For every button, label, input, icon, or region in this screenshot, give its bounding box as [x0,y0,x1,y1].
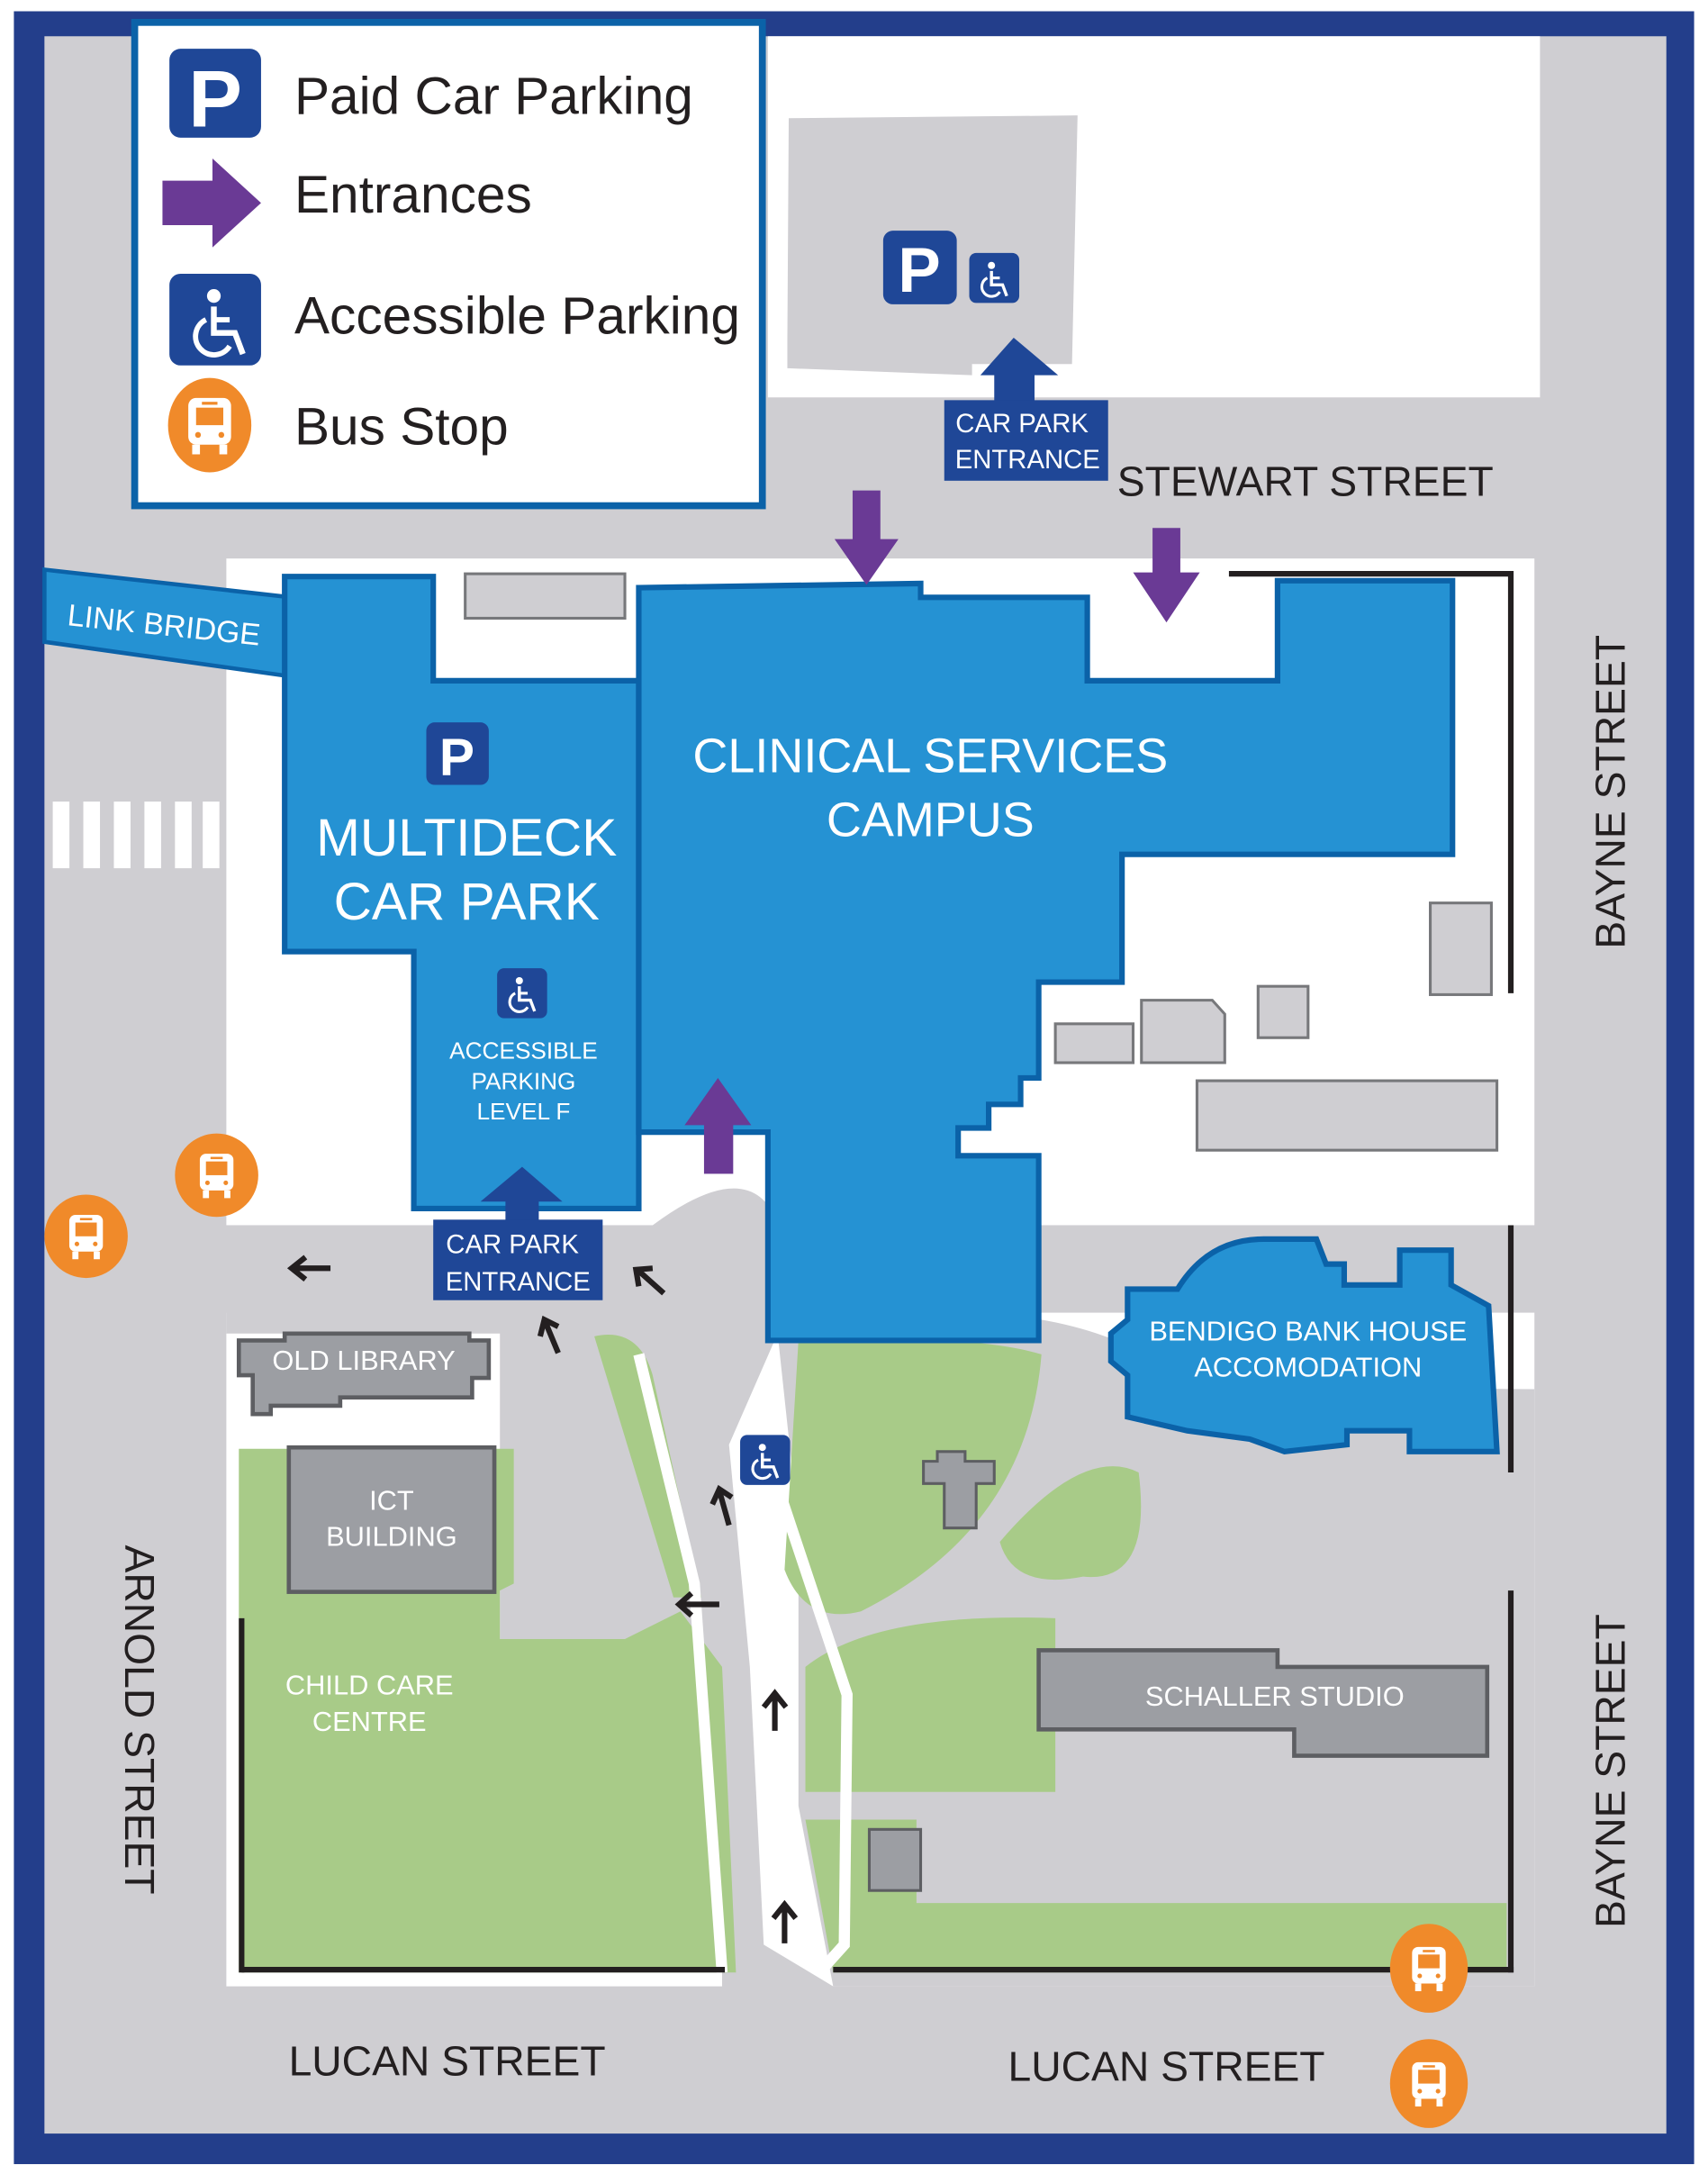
clinical-label-1: CLINICAL SERVICES [692,729,1168,784]
car-park-entrance-sign-bottom: CAR PARK ENTRANCE [433,1166,603,1300]
entrance-arrow-icon [834,490,899,585]
svg-text:P: P [439,729,474,787]
bayne-street-label-lower: BAYNE STREET [1586,1614,1633,1928]
svg-text:CAR PARK: CAR PARK [955,409,1089,439]
parking-icon: P [882,231,957,306]
footpath-west [633,1353,728,1973]
multideck-label-2: CAR PARK [334,873,600,931]
arnold-street-label: ARNOLD STREET [116,1544,163,1894]
legend: P Paid Car Parking Entrances Accessible … [131,18,766,510]
legend-label: Bus Stop [294,398,509,457]
svg-text:P: P [188,54,242,144]
bendigo-label-2: ACCOMODATION [1194,1352,1422,1383]
small-grey-building [867,1827,923,1892]
child-care-label-2: CENTRE [312,1706,427,1737]
ict-label-1: ICT [369,1485,414,1517]
bus-stop-icon[interactable] [44,1194,128,1279]
lucan-street-label-right: LUCAN STREET [1008,2043,1324,2089]
legend-label: Paid Car Parking [294,68,693,126]
entrance-arrow-icon [162,158,261,248]
accessible-level-label-2: PARKING [471,1067,575,1094]
accessible-level-label-1: ACCESSIBLE [449,1037,598,1064]
multideck-label-1: MULTIDECK [316,809,617,867]
parking-icon: P [426,722,489,787]
bus-stop-icon[interactable] [175,1133,258,1218]
legend-label: Entrances [294,166,532,224]
footpath-east [772,1484,853,1977]
accessible-parking-icon [497,968,547,1019]
bus-stop-icon[interactable] [1389,1924,1469,2013]
schaller-studio[interactable] [1036,1648,1490,1758]
car-park-entrance-sign-top: CAR PARK ENTRANCE [944,337,1108,481]
bendigo-bank-house[interactable] [1107,1236,1500,1454]
ict-label-2: BUILDING [326,1521,457,1553]
internal-driveway [226,1188,834,2125]
ict-building[interactable] [286,1445,497,1594]
old-library-label: OLD LIBRARY [272,1345,455,1376]
bayne-street-label-upper: BAYNE STREET [1586,635,1633,949]
chapel-building [922,1450,996,1530]
small-building [464,572,627,620]
accessible-parking-icon [969,252,1020,303]
entrance-arrows [684,490,1200,1174]
stewart-street-label: STEWART STREET [1117,458,1494,505]
legend-item-bus: Bus Stop [167,377,509,473]
svg-text:P: P [898,235,940,306]
svg-text:ENTRANCE: ENTRANCE [446,1267,591,1297]
svg-text:ENTRANCE: ENTRANCE [955,445,1100,475]
pedestrian-crossing [52,802,220,869]
entrance-arrow-icon [1133,528,1200,623]
legend-label: Accessible Parking [294,286,740,345]
legend-item-entrances: Entrances [162,158,532,248]
auxiliary-buildings [1053,901,1499,1152]
child-care-label-1: CHILD CARE [285,1670,454,1701]
parking-icon [169,49,261,138]
multideck-car-park[interactable] [282,574,642,1212]
schaller-label: SCHALLER STUDIO [1145,1680,1405,1712]
accessible-level-label-3: LEVEL F [476,1098,570,1125]
lucan-street-label-left: LUCAN STREET [289,2037,606,2084]
bus-stop-icon[interactable] [1389,2039,1469,2128]
clinical-services-campus[interactable] [636,577,1456,1344]
old-library[interactable] [236,1331,492,1417]
entrance-arrow-icon [684,1077,752,1174]
bendigo-label-1: BENDIGO BANK HOUSE [1149,1315,1467,1346]
svg-text:CAR PARK: CAR PARK [446,1229,579,1259]
traffic-arrows [286,1255,799,1943]
legend-item-accessible: Accessible Parking [169,273,740,366]
legend-item-parking: P Paid Car Parking [169,49,693,144]
clinical-label-2: CAMPUS [827,793,1035,847]
accessible-parking-icon [740,1435,791,1485]
